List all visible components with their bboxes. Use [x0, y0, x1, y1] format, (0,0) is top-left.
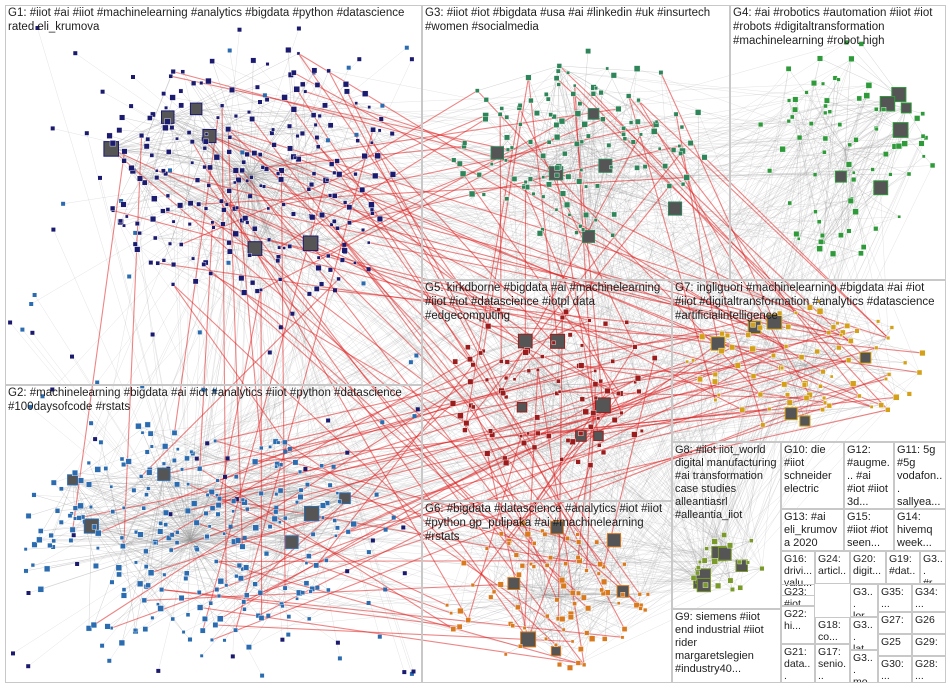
group-label-g11: G11: 5g #5g vodafon... sallyea...	[897, 444, 943, 509]
group-label-g35: G35: ...	[881, 586, 909, 610]
group-label-g20: G20: digit...	[853, 553, 883, 577]
group-box-g3: G3: #iiot #iot #bigdata #usa #ai #linked…	[422, 5, 730, 280]
group-label-g25: G25	[881, 636, 909, 648]
group-box-g12: G12: #augme... #ai #iot #iiot 3d...	[844, 442, 894, 509]
group-box-g24: G24: articl...	[815, 551, 850, 584]
group-box-g9: G9: siemens #iiot end industrial #iiot r…	[672, 609, 781, 683]
group-label-g4: G4: #ai #robotics #automation #iiot #iot…	[733, 7, 943, 48]
group-box-g6: G6: #bigdata #datascience #analytics #io…	[422, 501, 672, 683]
group-label-g1: G1: #iiot #ai #iiot #machinelearning #an…	[8, 7, 419, 35]
group-label-g34: G34: ...	[915, 586, 943, 610]
group-box-g35: G35: ...	[878, 584, 912, 612]
group-label-g10: G10: die #iiot schneider electric	[784, 444, 841, 496]
group-box-g2: G2: #machinelearning #bigdata #ai #iot #…	[5, 385, 422, 683]
group-label-g27: G27: ...	[881, 614, 909, 634]
group-box-g19: G19: #dat...	[886, 551, 920, 584]
group-box-g3a: G3... lor...	[850, 584, 878, 617]
group-label-g7: G7: ingliguori #machinelearning #bigdata…	[675, 282, 943, 323]
group-box-g28: G28: ...	[912, 656, 946, 683]
group-box-g17: G17: senio...	[815, 644, 850, 683]
group-box-g22: G22: hi...	[781, 606, 815, 644]
group-label-g28: G28: ...	[915, 658, 943, 682]
group-label-g3: G3: #iiot #iot #bigdata #usa #ai #linked…	[425, 7, 727, 35]
group-box-g11: G11: 5g #5g vodafon... sallyea...	[894, 442, 946, 509]
group-box-g13: G13: #ai eli_krumova 2020 year...	[781, 509, 844, 551]
group-label-g26: G26	[915, 614, 943, 626]
group-box-g29: G29: ...	[912, 634, 946, 656]
group-label-g29: G29: ...	[915, 636, 943, 656]
group-box-g23: G23: #iot...	[781, 584, 815, 606]
group-label-g3x: G3... #r...	[923, 553, 943, 584]
group-box-g4: G4: #ai #robotics #automation #iiot #iot…	[730, 5, 946, 280]
group-box-g7: G7: ingliguori #machinelearning #bigdata…	[672, 280, 946, 442]
group-label-g9: G9: siemens #iiot end industrial #iiot r…	[675, 611, 778, 676]
group-label-g18: G18: co...	[818, 619, 847, 643]
group-label-g24: G24: articl...	[818, 553, 847, 584]
group-label-g30: G30: ...	[881, 658, 909, 682]
group-label-g3a: G3... lor...	[853, 586, 875, 617]
group-box-g20: G20: digit...	[850, 551, 886, 584]
group-label-g22: G22: hi...	[784, 608, 812, 632]
group-label-g3b: G3... lat...	[853, 619, 875, 650]
group-box-g8: G8: #iiot iiot_world digital manufacturi…	[672, 442, 781, 609]
group-box-g21: G21: data...	[781, 644, 815, 683]
group-box-g3x: G3... #r...	[920, 551, 946, 584]
group-box-g5: G5: kirkdborne #bigdata #ai #machinelear…	[422, 280, 672, 501]
group-label-g14: G14: hivemq week...	[897, 511, 943, 550]
group-box-g10: G10: die #iiot schneider electric	[781, 442, 844, 509]
group-box-g3c: G3... mo...	[850, 650, 878, 683]
group-label-g5: G5: kirkdborne #bigdata #ai #machinelear…	[425, 282, 669, 323]
group-label-g8: G8: #iiot iiot_world digital manufacturi…	[675, 444, 778, 522]
group-label-g17: G17: senio...	[818, 646, 847, 682]
group-label-g3c: G3... mo...	[853, 652, 875, 683]
group-box-g34: G34: ...	[912, 584, 946, 612]
group-label-g19: G19: #dat...	[889, 553, 917, 584]
group-box-g15: G15: #iiot #iot seen...	[844, 509, 894, 551]
group-label-g6: G6: #bigdata #datascience #analytics #io…	[425, 503, 669, 544]
group-box-g1: G1: #iiot #ai #iiot #machinelearning #an…	[5, 5, 422, 385]
group-box-g30: G30: ...	[878, 656, 912, 683]
group-box-g18: G18: co...	[815, 617, 850, 644]
group-label-g21: G21: data...	[784, 646, 812, 682]
group-box-g26: G26	[912, 612, 946, 634]
group-label-g12: G12: #augme... #ai #iot #iiot 3d...	[847, 444, 891, 509]
group-box-g25: G25	[878, 634, 912, 656]
group-box-g27: G27: ...	[878, 612, 912, 634]
group-label-g13: G13: #ai eli_krumova 2020 year...	[784, 511, 841, 551]
group-box-g14: G14: hivemq week...	[894, 509, 946, 551]
group-label-g2: G2: #machinelearning #bigdata #ai #iot #…	[8, 387, 419, 415]
group-label-g15: G15: #iiot #iot seen...	[847, 511, 891, 550]
group-box-g3b: G3... lat...	[850, 617, 878, 650]
group-label-g23: G23: #iot...	[784, 586, 812, 606]
